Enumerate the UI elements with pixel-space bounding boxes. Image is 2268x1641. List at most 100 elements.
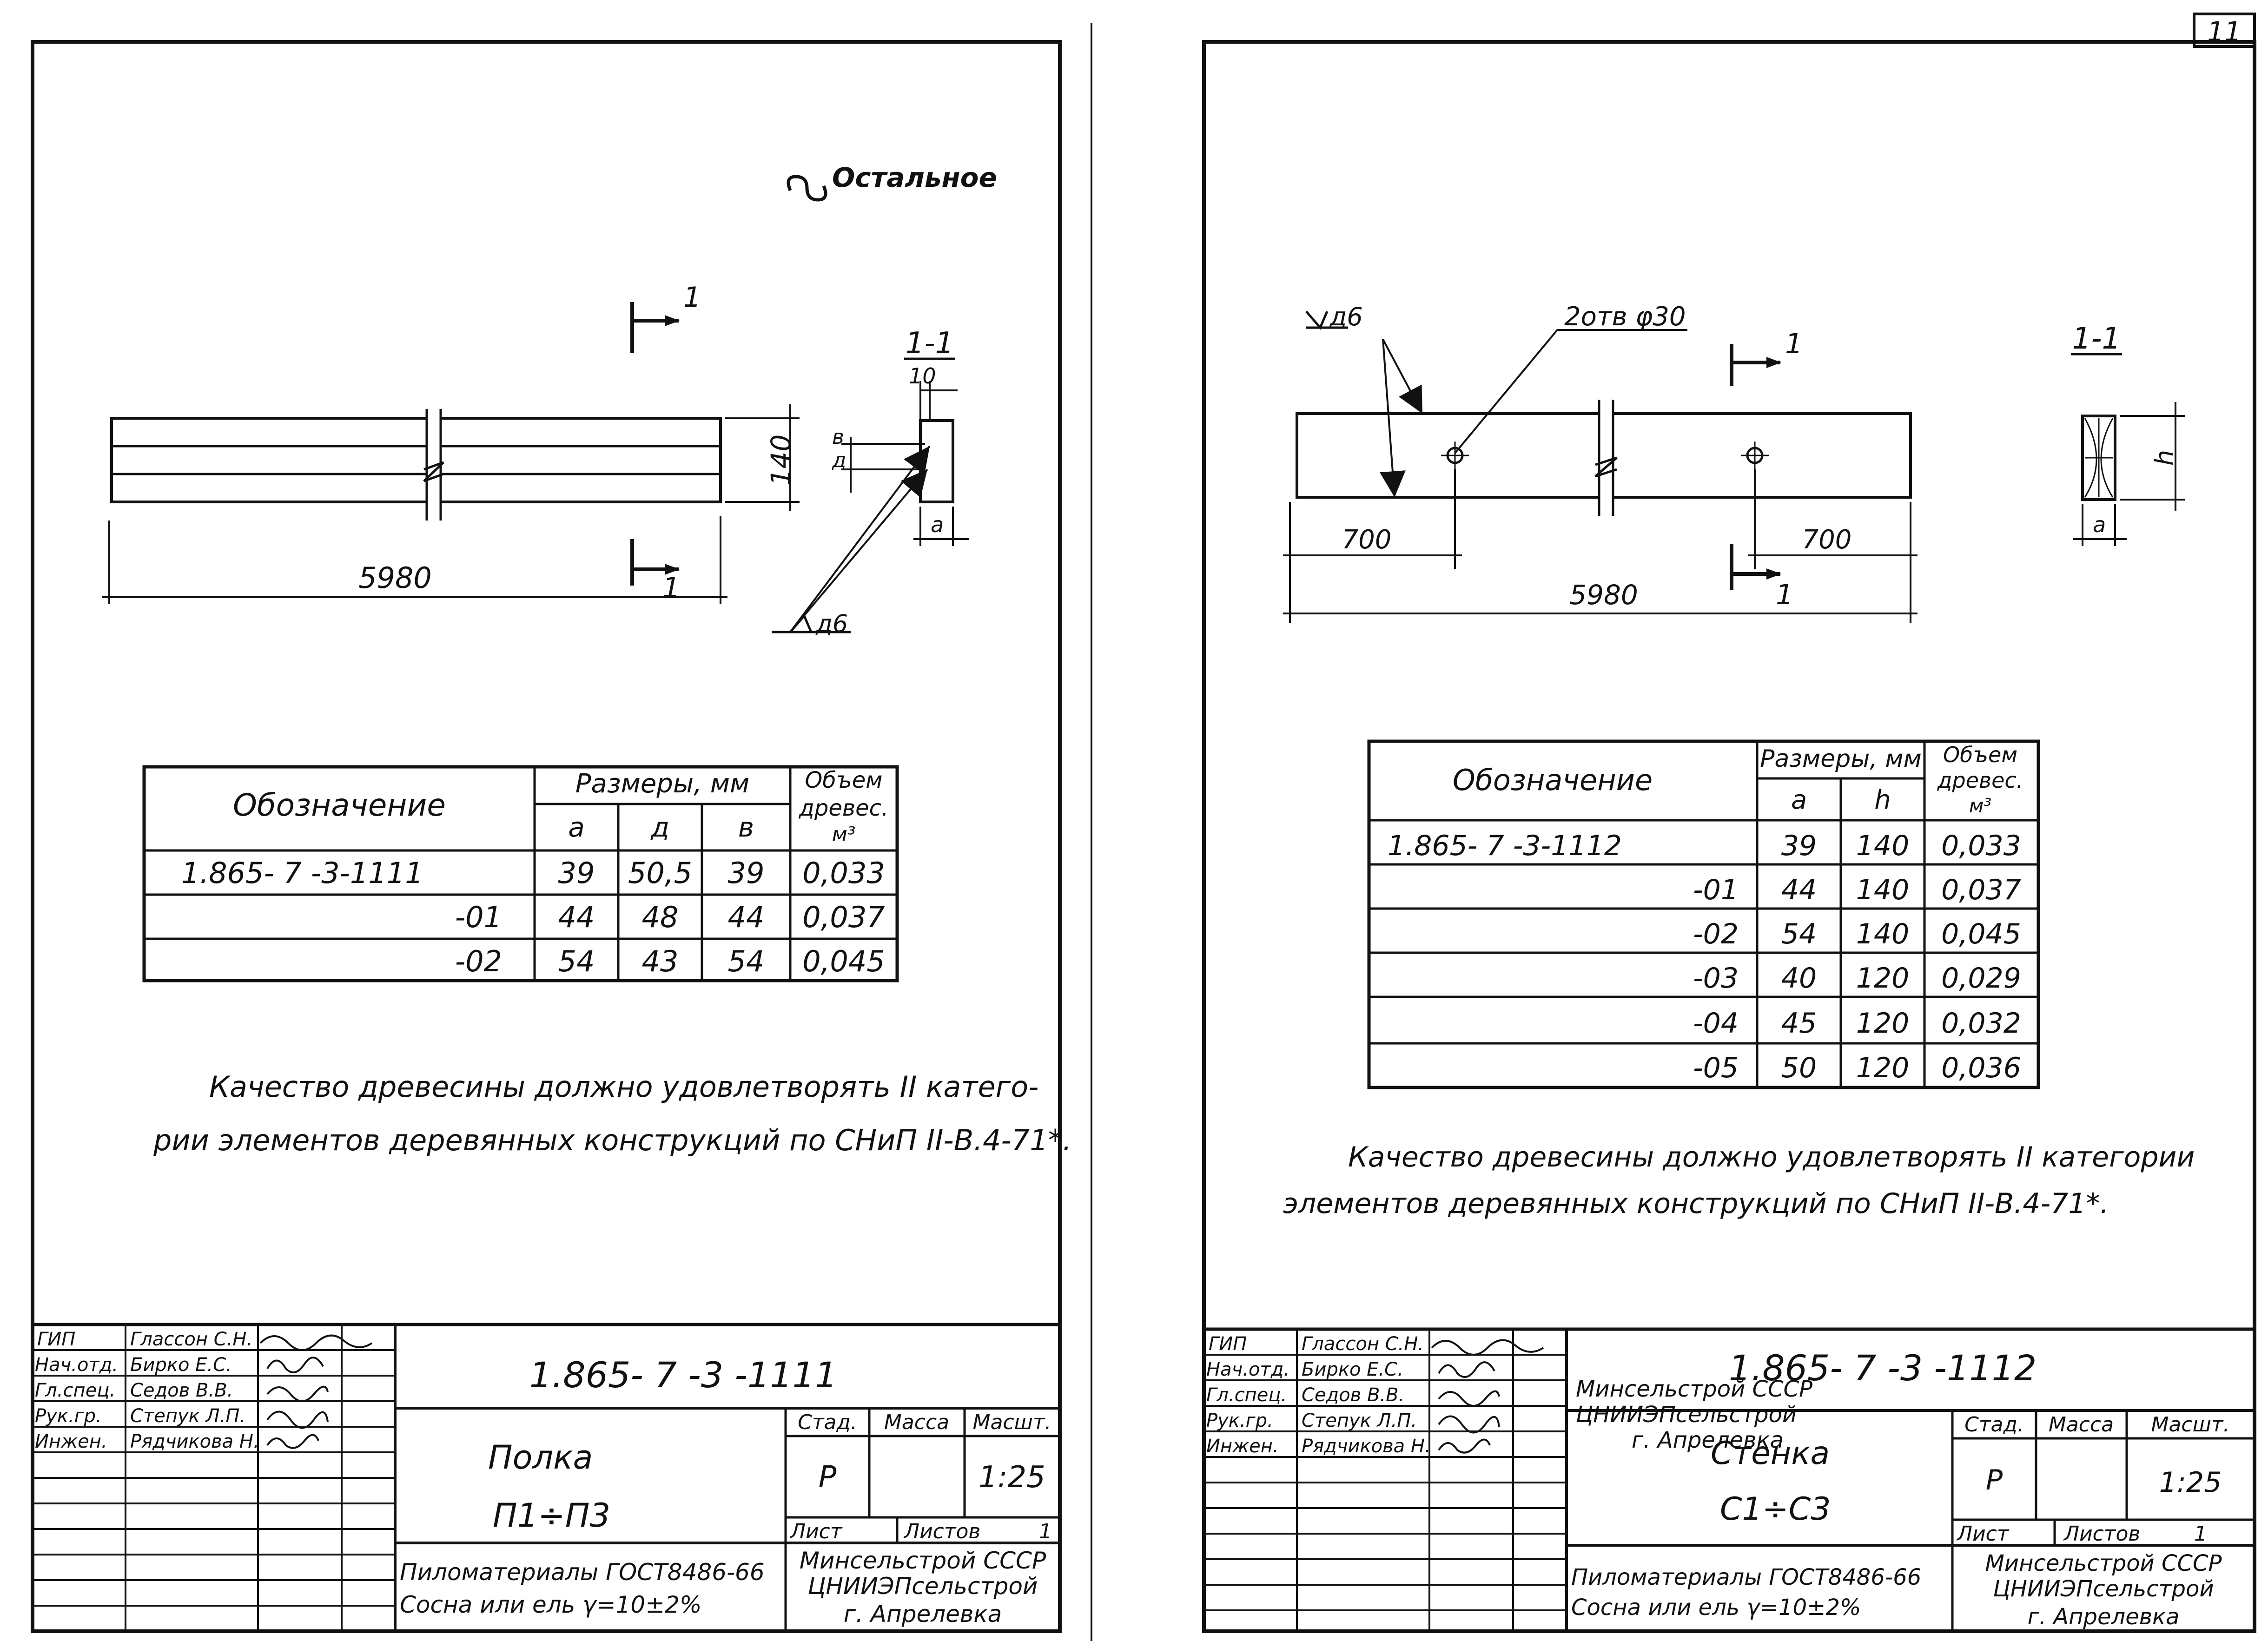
- svg-text:-02: -02: [1693, 918, 1739, 950]
- spec-table-right: Обозначение Размеры, мм Объем древес. м³…: [1367, 739, 2040, 1089]
- svg-text:ГИП: ГИП: [37, 1329, 75, 1350]
- svg-text:0,029: 0,029: [1941, 962, 2021, 995]
- svg-text:Седов В.В.: Седов В.В.: [1302, 1384, 1404, 1406]
- svg-text:Стад.: Стад.: [798, 1410, 857, 1434]
- svg-text:54: 54: [558, 944, 595, 978]
- quality-note-line-1: Качество древесины должно удовлетворять …: [1348, 1141, 2195, 1173]
- drawing-title: Полка: [488, 1438, 593, 1476]
- svg-text:2отв φ30: 2отв φ30: [1564, 302, 1686, 332]
- svg-text:0,045: 0,045: [802, 944, 885, 978]
- table-row: -01 44 48 44 0,037: [455, 900, 885, 934]
- svg-text:ЦНИИЭПсельстрой: ЦНИИЭПсельстрой: [808, 1573, 1038, 1600]
- svg-text:-01: -01: [455, 900, 502, 934]
- svg-text:Р: Р: [819, 1460, 837, 1495]
- length-dimension: 5980: [102, 516, 727, 604]
- svg-text:0,033: 0,033: [802, 856, 885, 890]
- svg-text:120: 120: [1856, 962, 1910, 995]
- svg-text:48: 48: [642, 900, 679, 934]
- svg-text:h: h: [2150, 450, 2179, 466]
- section-title: 1-1: [906, 326, 954, 361]
- svg-text:Объем: Объем: [805, 767, 882, 793]
- svg-text:1: 1: [1785, 328, 1803, 360]
- svg-text:Гл.спец.: Гл.спец.: [1206, 1384, 1287, 1406]
- svg-text:Рядчикова Н.: Рядчикова Н.: [130, 1431, 259, 1452]
- drawing-subtitle: П1÷П3: [493, 1496, 610, 1535]
- roughness-icon: [787, 175, 827, 202]
- table-row: -01 44 140 0,037: [1693, 874, 2021, 906]
- svg-text:Рук.гр.: Рук.гр.: [1206, 1410, 1273, 1431]
- svg-text:700: 700: [1802, 525, 1852, 555]
- svg-text:Сосна или ель γ=10±2%: Сосна или ель γ=10±2%: [1571, 1595, 1861, 1621]
- svg-text:Глассон С.Н.: Глассон С.Н.: [130, 1329, 252, 1350]
- weld-mark-right: д6: [1305, 302, 1423, 498]
- svg-text:Минсельстрой СССР: Минсельстрой СССР: [800, 1547, 1046, 1574]
- section-view-right: 1-1 h а: [2071, 322, 2185, 546]
- svg-text:1: 1: [1776, 579, 1793, 611]
- svg-text:Инжен.: Инжен.: [1206, 1436, 1279, 1457]
- svg-text:ЦНИИЭПсельстрой: ЦНИИЭПсельстрой: [1993, 1576, 2214, 1602]
- svg-text:Сосна или ель γ=10±2%: Сосна или ель γ=10±2%: [400, 1591, 701, 1618]
- svg-text:г. Апрелевка: г. Апрелевка: [844, 1601, 1002, 1628]
- svg-text:0,045: 0,045: [1941, 918, 2021, 950]
- header-sizes: Размеры, мм: [575, 769, 749, 799]
- svg-text:Листов: Листов: [903, 1520, 980, 1543]
- svg-text:140: 140: [765, 435, 797, 486]
- svg-text:Минсельстрой СССР: Минсельстрой СССР: [1576, 1376, 1812, 1402]
- svg-text:Пиломатериалы ГОСТ8486-66: Пиломатериалы ГОСТ8486-66: [1571, 1564, 1921, 1590]
- svg-text:Масшт.: Масшт.: [2151, 1413, 2230, 1437]
- svg-text:50,5: 50,5: [628, 856, 692, 890]
- svg-text:-03: -03: [1693, 962, 1739, 995]
- title-block-right: ГИП Нач.отд. Гл.спец. Рук.гр. Инжен. Гла…: [1202, 1327, 2256, 1633]
- svg-text:а: а: [568, 811, 585, 843]
- svg-text:в: в: [832, 425, 844, 449]
- svg-text:д: д: [832, 448, 846, 472]
- quality-note-line-2: элементов деревянных конструкций по СНиП…: [1283, 1187, 2109, 1220]
- signatures: [259, 1334, 373, 1449]
- svg-text:Масшт.: Масшт.: [973, 1410, 1051, 1434]
- svg-text:40: 40: [1781, 962, 1817, 995]
- drawing-code: 1.865- 7 -3 -1111: [529, 1354, 837, 1396]
- svg-text:а: а: [1791, 785, 1807, 815]
- height-dimension: 140: [725, 404, 800, 511]
- table-row: -03 40 120 0,029: [1693, 962, 2021, 995]
- svg-text:0,037: 0,037: [802, 900, 885, 934]
- table-row: -04 45 120 0,032: [1693, 1007, 2021, 1040]
- svg-text:39: 39: [558, 856, 595, 890]
- board-elevation-right: [1296, 400, 1912, 516]
- svg-text:Пиломатериалы ГОСТ8486-66: Пиломатериалы ГОСТ8486-66: [400, 1559, 765, 1586]
- svg-text:54: 54: [728, 944, 765, 978]
- svg-text:древес.: древес.: [799, 795, 889, 821]
- title-block-left: ГИП Нач.отд. Гл.спец. Рук.гр. Инжен. Гла…: [31, 1323, 1062, 1633]
- svg-text:а: а: [931, 512, 944, 537]
- svg-text:1.865- 7 -3-1111: 1.865- 7 -3-1111: [181, 856, 423, 890]
- quality-note-line-1: Качество древесины должно удовлетворять …: [209, 1070, 1039, 1104]
- svg-text:д: д: [650, 811, 669, 843]
- svg-text:1.865- 7 -3-1112: 1.865- 7 -3-1112: [1388, 830, 1622, 862]
- svg-text:Минсельстрой СССР: Минсельстрой СССР: [1985, 1550, 2222, 1576]
- left-sheet: Остальное 1 1 5980: [31, 40, 1071, 1633]
- svg-text:г. Апрелевка: г. Апрелевка: [1632, 1427, 1784, 1453]
- svg-text:Глассон С.Н.: Глассон С.Н.: [1302, 1333, 1424, 1355]
- right-sheet: д6 2отв φ30: [1202, 40, 2256, 1633]
- svg-text:0,037: 0,037: [1941, 874, 2021, 906]
- drawing-title: Стенка: [1711, 1435, 1830, 1472]
- svg-text:Размеры, мм: Размеры, мм: [1760, 745, 1922, 773]
- svg-text:700: 700: [1342, 525, 1392, 555]
- svg-text:120: 120: [1856, 1052, 1910, 1084]
- table-row: -05 50 120 0,036: [1693, 1052, 2021, 1084]
- svg-text:140: 140: [1856, 874, 1910, 906]
- svg-text:140: 140: [1856, 830, 1910, 862]
- svg-text:Рядчикова Н.: Рядчикова Н.: [1302, 1436, 1431, 1457]
- svg-text:-04: -04: [1693, 1007, 1739, 1040]
- svg-text:0,032: 0,032: [1941, 1007, 2021, 1040]
- svg-text:120: 120: [1856, 1007, 1910, 1040]
- svg-text:м³: м³: [1969, 794, 1992, 817]
- svg-text:Гл.спец.: Гл.спец.: [35, 1380, 115, 1401]
- roughness-note-text: Остальное: [832, 162, 997, 193]
- section-marker-top: 1: [630, 281, 701, 353]
- svg-text:ГИП: ГИП: [1209, 1333, 1247, 1355]
- svg-text:м³: м³: [832, 823, 856, 846]
- table-row: 1.865- 7 -3-1111 39 50,5 39 0,033: [181, 856, 885, 890]
- svg-text:1: 1: [683, 281, 701, 314]
- drawing-subtitle: С1÷С3: [1720, 1491, 1831, 1528]
